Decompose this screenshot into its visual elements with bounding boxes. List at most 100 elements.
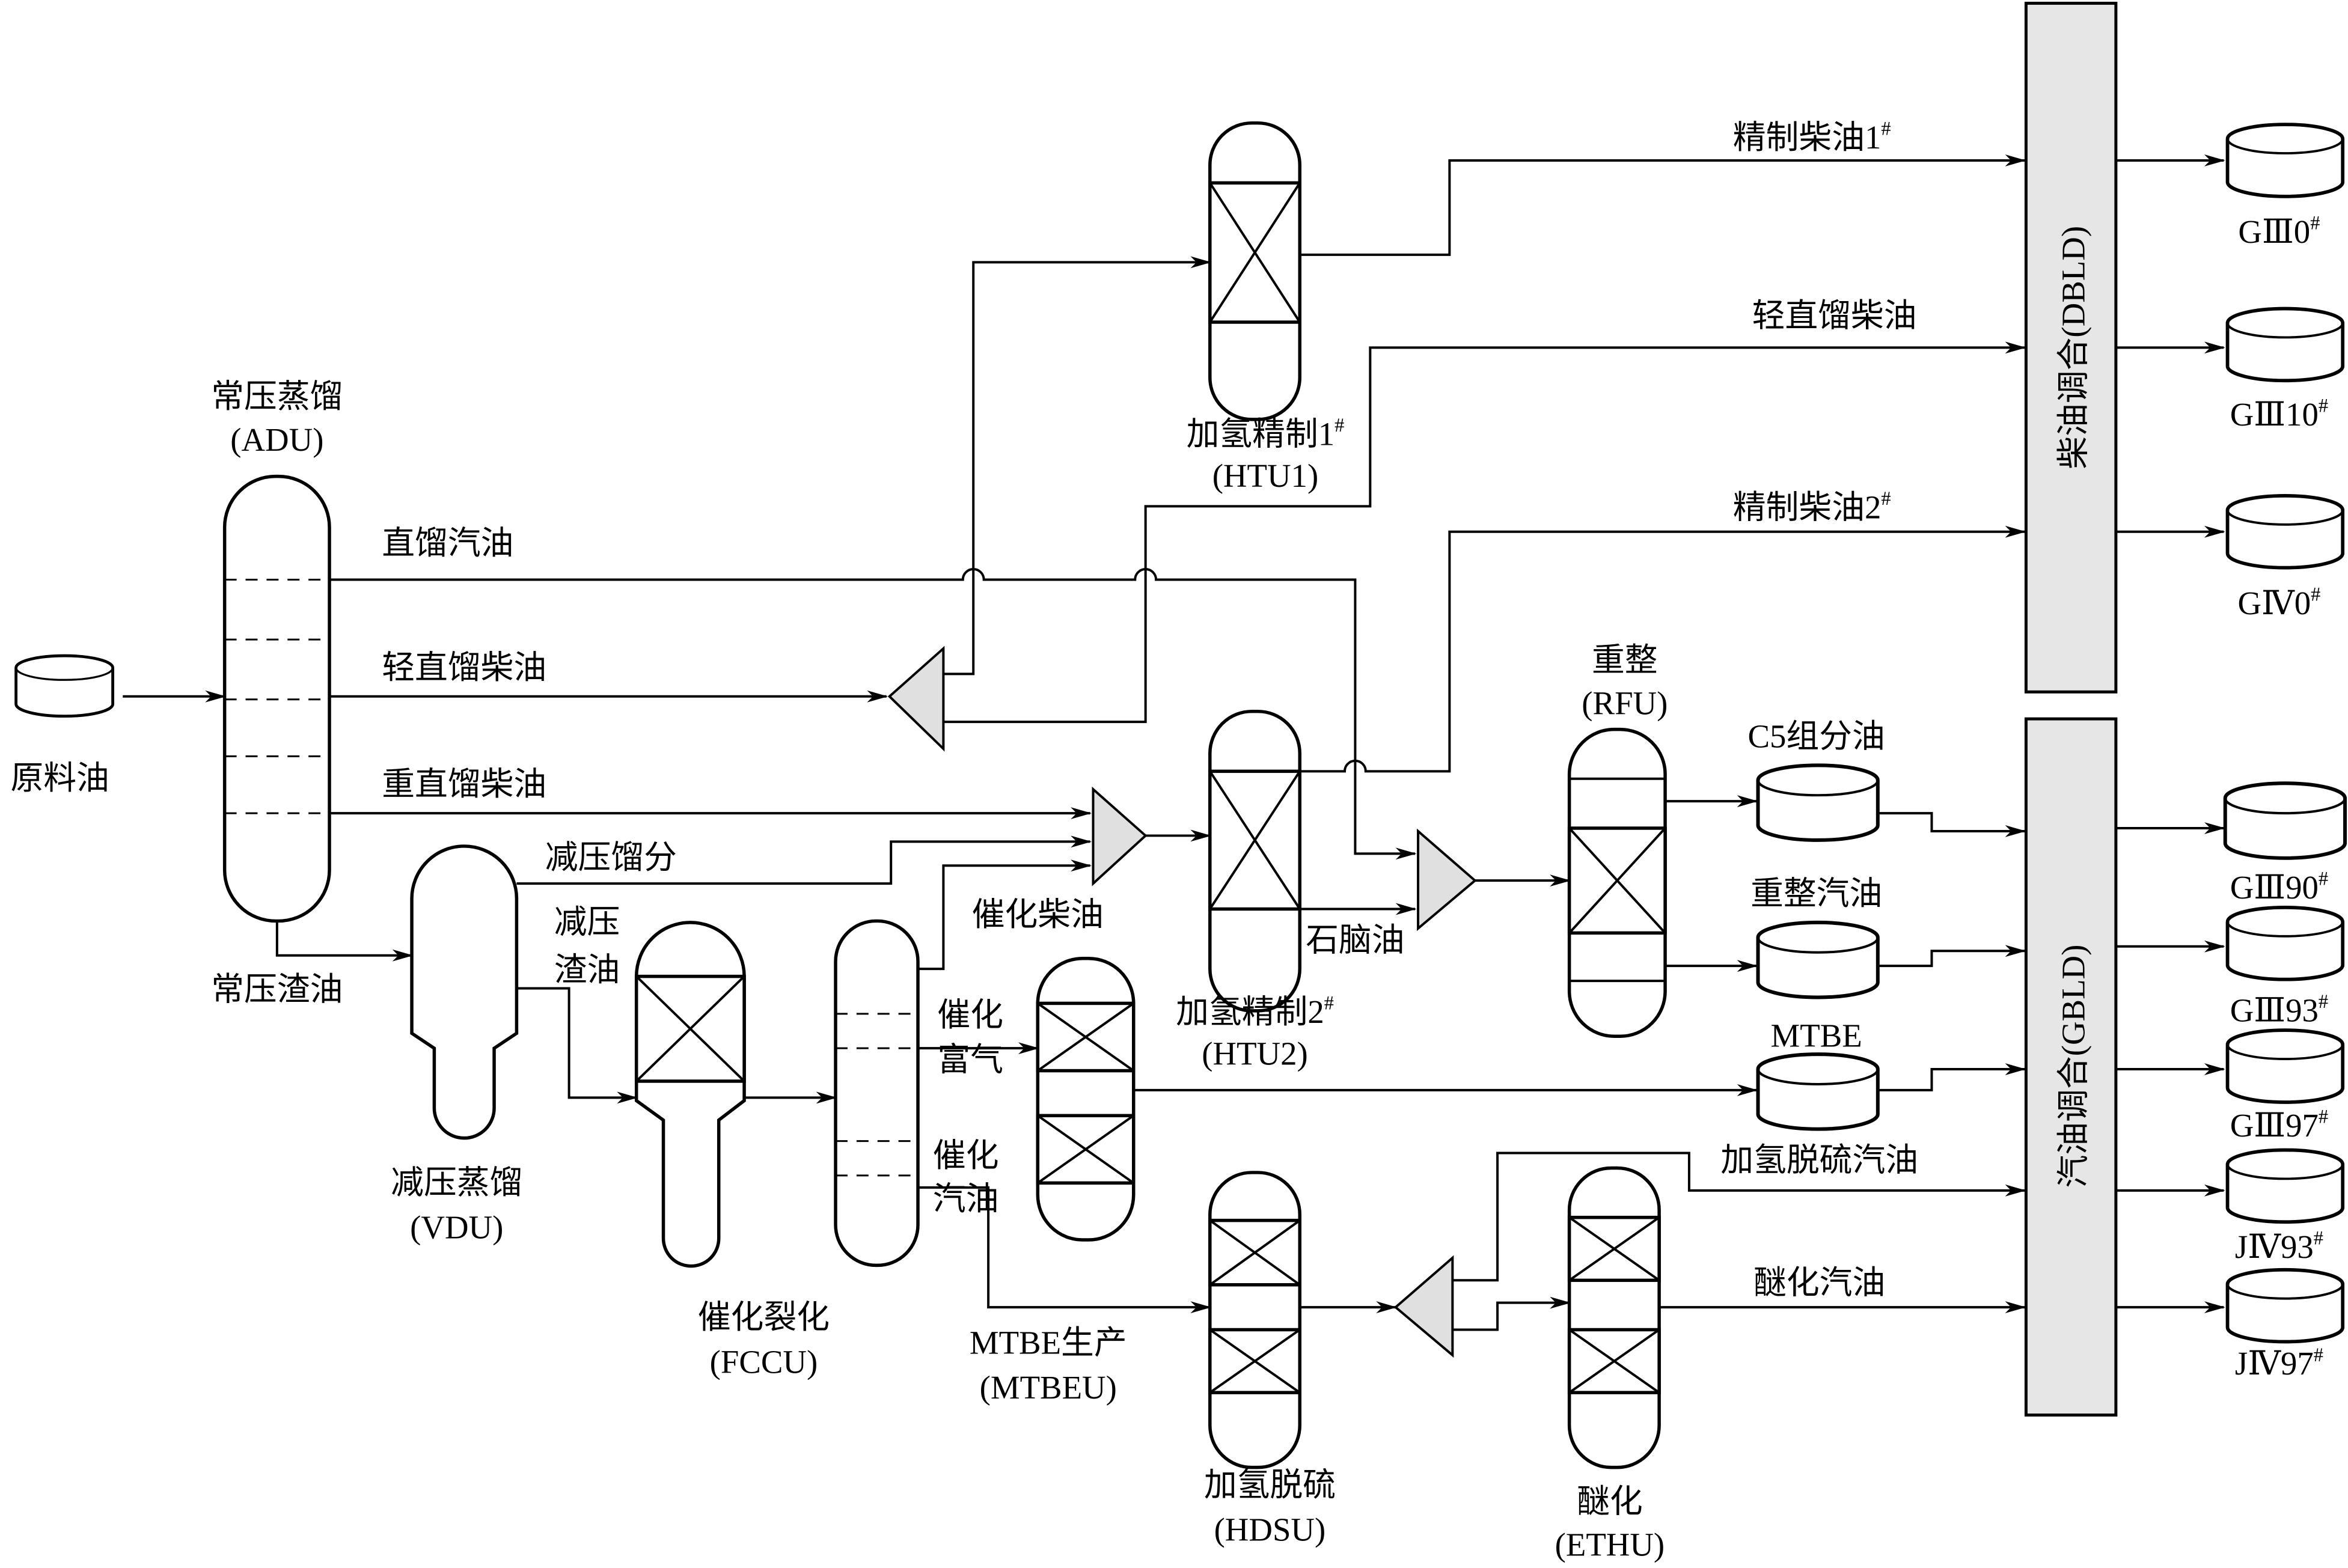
c5-tank	[1758, 765, 1878, 840]
c5-label: C5组分油	[1747, 718, 1885, 754]
gasoline-product-3: JⅣ93#	[2115, 1150, 2343, 1265]
mtbe-tank	[1758, 1054, 1878, 1129]
hdsu-reactor	[1208, 1171, 1301, 1469]
adu-column	[222, 474, 331, 923]
gasoline-product-0: GⅢ90#	[2115, 783, 2345, 906]
fccu-code: (FCCU)	[710, 1344, 818, 1380]
cat-diesel-label: 催化柴油	[972, 896, 1104, 933]
product-tank	[2228, 308, 2343, 380]
light-diesel-to-dbld-line	[943, 341, 2026, 724]
vdu-code: (VDU)	[410, 1209, 503, 1246]
splitter-to-ethu-line	[1452, 1296, 1571, 1331]
gbld-blender	[2024, 717, 2118, 1417]
feed-tank	[16, 656, 113, 716]
svg-text:JⅣ93#: JⅣ93#	[2235, 1228, 2323, 1265]
vacuum-residue-line	[516, 987, 638, 1104]
ethu-name: 醚化	[1577, 1483, 1643, 1519]
vacuum-distillate-line	[516, 835, 1092, 885]
htu2-reactor	[1208, 709, 1301, 1013]
refined-diesel-2-line	[1300, 525, 2026, 773]
fccu-reactor	[634, 921, 746, 1268]
straight-run-gasoline-label: 直馏汽油	[382, 525, 513, 561]
htu1-name: 加氢精制1#	[1187, 415, 1345, 452]
atm-residue-label: 常压渣油	[211, 971, 343, 1007]
etherified-gasoline-label: 醚化汽油	[1753, 1264, 1885, 1301]
vdu-column	[410, 844, 519, 1140]
htu2-feed-mixer	[1092, 786, 1148, 886]
reformate-to-gbld-line	[1879, 945, 2026, 968]
fccu-name: 催化裂化	[698, 1299, 830, 1335]
hdsu-name: 加氢脱硫	[1204, 1466, 1336, 1503]
gasoline-product-2: GⅢ97#	[2115, 1030, 2343, 1144]
htu1-reactor	[1208, 121, 1301, 421]
svg-text:GⅢ10#: GⅢ10#	[2230, 395, 2328, 432]
mtbeu-reactor	[1036, 956, 1136, 1242]
dbld-label: 柴油调合(DBLD)	[2055, 226, 2092, 469]
vacuum-distillate-label: 减压馏分	[545, 839, 677, 876]
htu1-code: (HTU1)	[1212, 457, 1319, 494]
ethu-code: (ETHU)	[1555, 1527, 1665, 1563]
svg-text:JⅣ97#: JⅣ97#	[2235, 1344, 2323, 1382]
heavy-diesel-label: 重直馏柴油	[382, 766, 546, 802]
adu-code: (ADU)	[230, 421, 323, 458]
hds-gasoline-label: 加氢脱硫汽油	[1720, 1141, 1918, 1178]
straight-run-gasoline-line	[329, 568, 1417, 860]
diesel-product-0: GⅢ0#	[2115, 124, 2343, 250]
adu-name: 常压蒸馏	[211, 378, 343, 415]
vacuum-residue-label-1: 减压	[554, 903, 620, 940]
svg-text:GⅢ90#: GⅢ90#	[2230, 868, 2328, 906]
rfu-name: 重整	[1592, 641, 1658, 678]
cat-gasoline-label-2: 汽油	[933, 1180, 999, 1217]
rfu-feed-mixer	[1417, 828, 1477, 932]
product-tank	[2228, 124, 2343, 197]
feed-label: 原料油	[10, 760, 109, 796]
light-diesel-label: 轻直馏柴油	[382, 649, 546, 686]
reformate-tank	[1758, 923, 1878, 998]
cat-rich-gas-label-1: 催化	[937, 996, 1003, 1033]
mtbe-to-gbld-line	[1879, 1063, 2026, 1091]
htu2-name: 加氢精制2#	[1176, 992, 1334, 1030]
hdsu-code: (HDSU)	[1214, 1512, 1326, 1548]
cat-rich-gas-label-2: 富气	[937, 1042, 1003, 1078]
product-tank	[2228, 496, 2343, 568]
mtbeu-name: MTBE生产	[970, 1324, 1127, 1361]
product-tank	[2225, 783, 2345, 858]
c5-to-gbld-line	[1879, 812, 2026, 837]
gasoline-product-1: GⅢ93#	[2115, 908, 2343, 1028]
svg-text:GⅢ0#: GⅢ0#	[2238, 213, 2320, 250]
hds-gasoline-line	[1452, 1152, 2026, 1282]
cat-gasoline-label-1: 催化	[933, 1137, 999, 1174]
cat-gasoline-line	[918, 1186, 1212, 1314]
naphtha-label: 石脑油	[1306, 921, 1404, 958]
svg-text:GⅢ93#: GⅢ93#	[2230, 991, 2328, 1028]
vacuum-residue-label-2: 渣油	[554, 951, 620, 988]
diesel-product-2: GⅣ0#	[2115, 496, 2343, 621]
cat-diesel-line	[918, 859, 1092, 971]
product-tank	[2228, 1150, 2343, 1222]
product-tank	[2228, 1270, 2343, 1342]
mtbeu-code: (MTBEU)	[980, 1369, 1117, 1406]
vdu-name: 减压蒸馏	[391, 1164, 522, 1201]
refined-diesel-1-label: 精制柴油1#	[1733, 118, 1891, 156]
refined-diesel-2-label: 精制柴油2#	[1733, 488, 1891, 525]
reformate-label: 重整汽油	[1750, 875, 1882, 912]
ethu-reactor	[1567, 1166, 1661, 1469]
atm-residue-line	[275, 921, 414, 962]
light-diesel-splitter	[887, 645, 945, 752]
light-diesel-to-htu1-line	[943, 256, 1212, 676]
light-diesel-blend-label: 轻直馏柴油	[1752, 297, 1917, 334]
fcc-fractionator	[834, 919, 920, 1268]
svg-text:GⅣ0#: GⅣ0#	[2237, 584, 2320, 621]
hdsu-splitter	[1393, 1255, 1454, 1358]
gbld-label: 汽油调合(GBLD)	[2055, 945, 2092, 1188]
rfu-reactor	[1567, 727, 1667, 1038]
htu2-code: (HTU2)	[1202, 1036, 1308, 1072]
gasoline-product-4: JⅣ97#	[2115, 1270, 2343, 1382]
product-tank	[2228, 908, 2343, 980]
diesel-product-1: GⅢ10#	[2115, 308, 2343, 433]
refined-diesel-1-line	[1300, 154, 2026, 256]
product-tank	[2228, 1030, 2343, 1102]
svg-text:GⅢ97#: GⅢ97#	[2230, 1106, 2328, 1144]
mtbe-label: MTBE	[1771, 1017, 1862, 1054]
